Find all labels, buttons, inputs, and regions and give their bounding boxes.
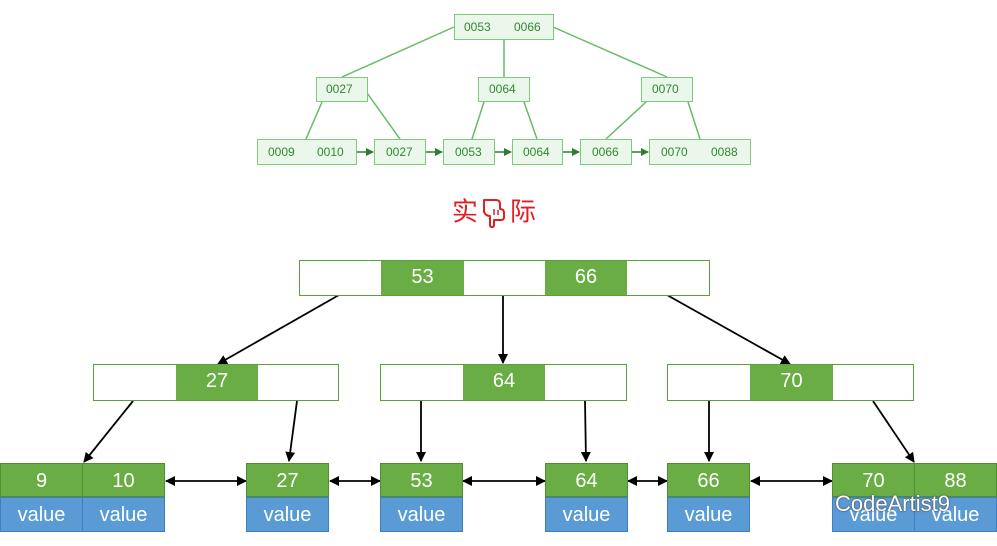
internal-node: 27 <box>93 364 339 401</box>
small-leaf-node: 0009 0010 <box>257 139 357 165</box>
leaf-value: value <box>914 497 997 532</box>
internal-node: 70 <box>667 364 914 401</box>
leaf-value: value <box>832 497 915 532</box>
small-internal-node: 0027 <box>316 77 368 102</box>
leaf-entry: 10 value <box>82 463 165 532</box>
root-key: 53 <box>381 261 464 295</box>
leaf-value: value <box>545 497 628 532</box>
root-node: 53 66 <box>299 260 710 296</box>
leaf-value: value <box>246 497 329 532</box>
small-leaf-node: 0064 <box>512 139 563 165</box>
small-internal-node: 0070 <box>641 77 693 102</box>
small-leaf-node: 0070 0088 <box>649 139 751 165</box>
small-internal-key: 0027 <box>326 82 353 96</box>
leaf-entry: 27 value <box>246 463 329 532</box>
small-leaf-node: 0027 <box>374 139 426 165</box>
leaf-key: 53 <box>380 463 463 497</box>
root-key: 66 <box>545 261 627 295</box>
small-internal-key: 0064 <box>489 82 516 96</box>
leaf-entry: 70 value <box>832 463 915 532</box>
small-root-key: 0053 <box>464 20 491 34</box>
leaf-value: value <box>82 497 165 532</box>
internal-key: 64 <box>463 365 545 400</box>
leaf-key: 88 <box>914 463 997 497</box>
wechat-icon <box>796 492 827 516</box>
small-leaf-key: 0053 <box>455 145 482 159</box>
internal-node: 64 <box>380 364 627 401</box>
small-leaf-key: 0070 <box>661 145 688 159</box>
small-leaf-key: 0088 <box>711 145 738 159</box>
leaf-entry: 66 value <box>667 463 750 532</box>
leaf-key: 64 <box>545 463 628 497</box>
watermark: CodeArtist9 <box>795 488 950 519</box>
small-leaf-node: 0066 <box>580 139 632 165</box>
leaf-entry: 88 value <box>914 463 997 532</box>
internal-key: 27 <box>176 365 258 400</box>
small-leaf-key: 0064 <box>523 145 550 159</box>
leaf-entry: 64 value <box>545 463 628 532</box>
leaf-key: 70 <box>832 463 915 497</box>
internal-key: 70 <box>750 365 833 400</box>
caption-left-char: 实 <box>452 197 479 228</box>
leaf-value: value <box>380 497 463 532</box>
caption: 实际 <box>452 194 536 231</box>
small-leaf-key: 0009 <box>268 145 295 159</box>
small-leaf-node: 0053 <box>443 139 495 165</box>
small-root-key: 0066 <box>514 20 541 34</box>
small-leaf-key: 0010 <box>317 145 344 159</box>
small-root-node: 0053 0066 <box>454 14 554 40</box>
caption-right-char: 际 <box>510 197 537 228</box>
leaf-key: 9 <box>0 463 83 497</box>
pointing-hand-down-icon <box>483 198 506 228</box>
leaf-entry: 53 value <box>380 463 463 532</box>
leaf-key: 10 <box>82 463 165 497</box>
leaf-key: 66 <box>667 463 750 497</box>
watermark-text: CodeArtist9 <box>835 491 950 517</box>
small-internal-node: 0064 <box>478 77 530 102</box>
leaf-entry: 9 value <box>0 463 83 532</box>
leaf-key: 27 <box>246 463 329 497</box>
small-internal-key: 0070 <box>652 82 679 96</box>
leaf-value: value <box>667 497 750 532</box>
small-leaf-key: 0027 <box>386 145 413 159</box>
small-leaf-key: 0066 <box>592 145 619 159</box>
leaf-value: value <box>0 497 83 532</box>
